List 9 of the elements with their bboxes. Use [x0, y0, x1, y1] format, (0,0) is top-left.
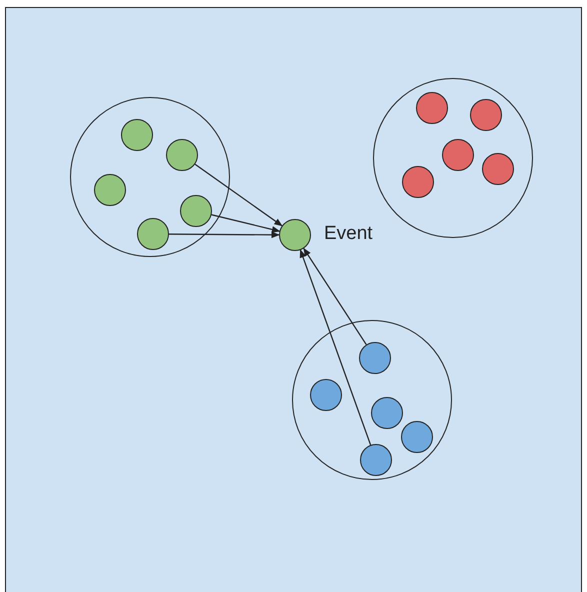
node-caption: Event — [324, 223, 373, 245]
arrow — [194, 164, 283, 226]
cluster-circle — [292, 320, 452, 480]
arrow — [300, 249, 372, 446]
arrow — [169, 231, 280, 238]
cluster-circle — [70, 97, 230, 257]
cluster-circle — [373, 78, 533, 238]
arrow — [303, 248, 367, 345]
arrow — [211, 214, 280, 233]
